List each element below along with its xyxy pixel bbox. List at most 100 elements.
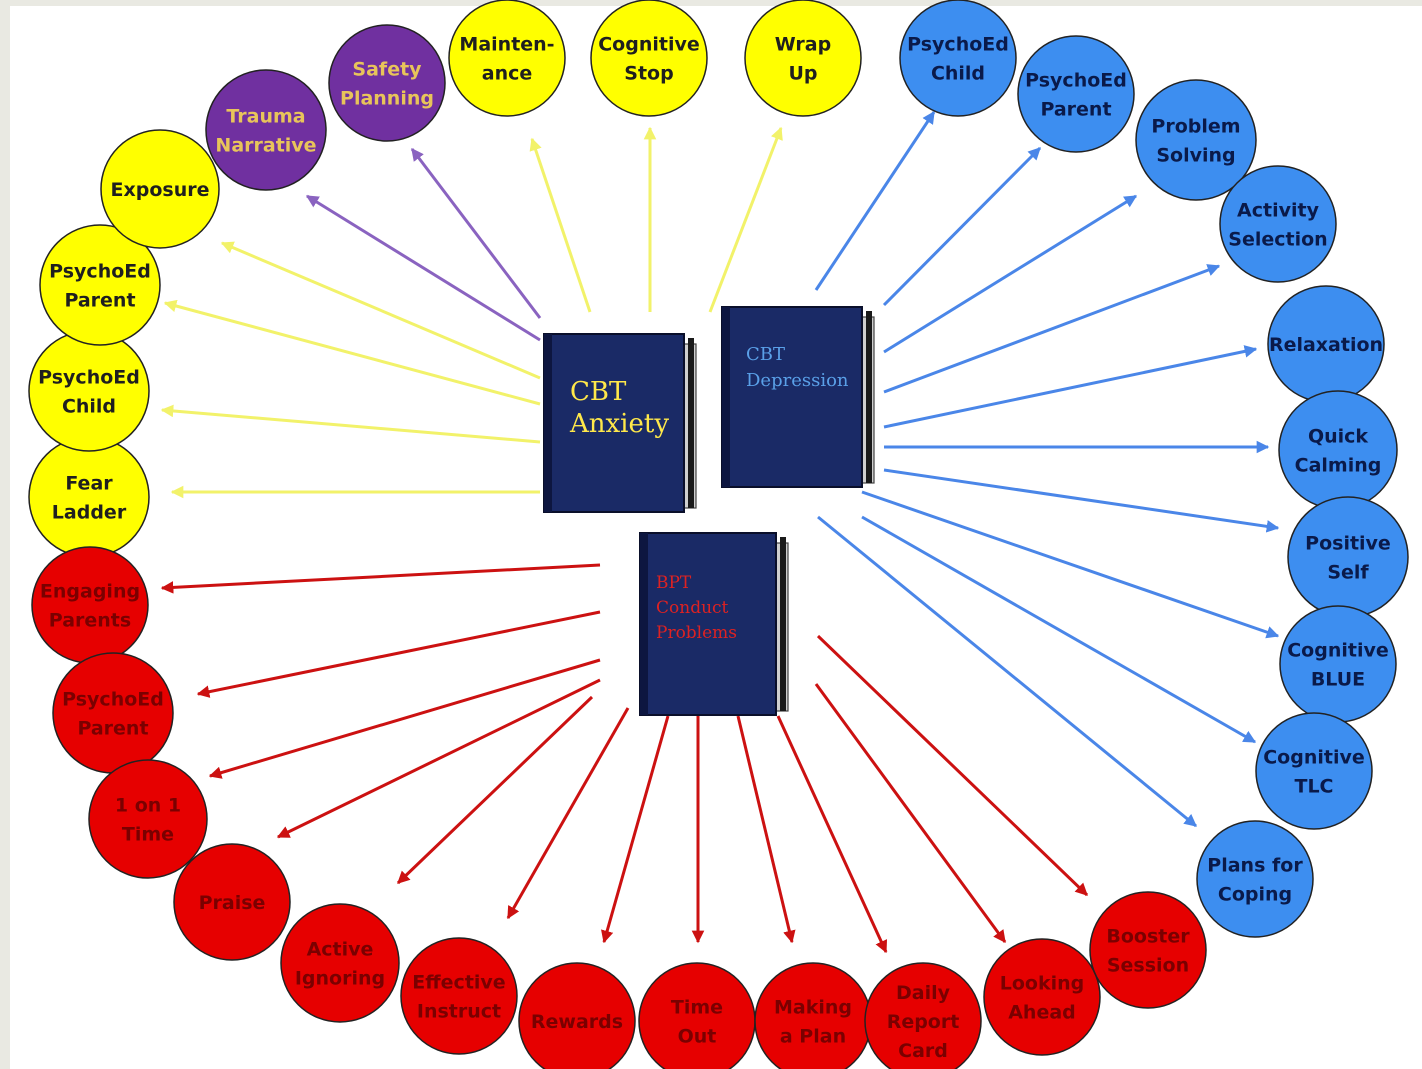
conduct-node-label: Rewards xyxy=(531,1011,623,1033)
conduct-node-label: PsychoEd xyxy=(62,689,164,711)
conduct-node-circle xyxy=(280,903,400,1023)
anxiety-node-circle xyxy=(328,24,446,142)
anxiety-node-label: Ladder xyxy=(52,502,127,524)
conduct-node-label: Card xyxy=(898,1040,948,1062)
conduct-node-label: Booster xyxy=(1106,926,1190,948)
anxiety-node-label: Wrap xyxy=(775,34,831,56)
conduct-arrow-engaging-parents xyxy=(160,563,601,594)
depression-node-label: PsychoEd xyxy=(907,34,1009,56)
book-spine xyxy=(544,334,552,512)
book-back-cover xyxy=(866,311,872,483)
depression-node-circle xyxy=(1255,712,1373,830)
depression-arrow-problem-solving xyxy=(883,194,1138,354)
conduct-node-praise: Praise xyxy=(173,843,291,961)
conduct-node-label: Looking xyxy=(1000,973,1085,995)
anxiety-node-circle xyxy=(28,330,150,452)
anxiety-node-label: PsychoEd xyxy=(38,367,140,389)
depression-node-circle xyxy=(1135,79,1257,201)
depression-arrow-positive-self xyxy=(883,468,1280,533)
anxiety-node-exposure: Exposure xyxy=(100,129,220,249)
anxiety-node-label: Child xyxy=(62,396,116,418)
conduct-node-label: Time xyxy=(122,824,174,846)
anxiety-node-circle xyxy=(205,69,327,191)
depression-node-circle xyxy=(1017,35,1135,153)
depression-arrow-activity-selection xyxy=(883,264,1221,394)
anxiety-node-circle xyxy=(100,129,220,249)
module-nodes-layer: FearLadderPsychoEdChildPsychoEdParentExp… xyxy=(28,0,1409,1069)
depression-node-circle xyxy=(1196,820,1314,938)
conduct-node-circle xyxy=(31,546,149,664)
conduct-node-circle xyxy=(1089,891,1207,1009)
depression-node-circle xyxy=(1279,605,1397,723)
conduct-node-label: Praise xyxy=(199,892,266,914)
conduct-node-circle xyxy=(400,937,518,1055)
anxiety-node-label: Mainten- xyxy=(459,34,554,56)
anxiety-node-label: Parent xyxy=(64,290,135,312)
conduct-node-label: Daily xyxy=(896,982,951,1004)
depression-arrow-plans-for-coping xyxy=(817,515,1197,828)
anxiety-arrow-psychoed-parent xyxy=(163,299,541,406)
depression-node-label: Coping xyxy=(1218,884,1292,906)
depression-node-label: Calming xyxy=(1295,455,1382,477)
depression-node-label: TLC xyxy=(1294,776,1333,798)
conduct-node-label: Effective xyxy=(412,972,505,994)
conduct-node-label: Session xyxy=(1107,955,1189,977)
conduct-node-label: Active xyxy=(307,939,374,961)
depression-node-label: Problem xyxy=(1151,116,1240,138)
book-title-line: BPT xyxy=(656,573,692,593)
anxiety-node-label: Cognitive xyxy=(598,34,700,56)
conduct-arrow-rewards xyxy=(601,715,670,944)
conduct-node-label: Parents xyxy=(49,610,131,632)
anxiety-node-label: Fear xyxy=(65,473,113,495)
book-title-line: Anxiety xyxy=(569,409,669,439)
depression-node-circle xyxy=(899,0,1017,117)
depression-node-label: Plans for xyxy=(1207,855,1303,877)
conduct-node-label: Making xyxy=(774,997,852,1019)
conduct-node-circle xyxy=(983,938,1101,1056)
depression-node-label: Parent xyxy=(1040,99,1111,121)
depression-arrow-psychoed-child xyxy=(814,110,936,291)
anxiety-node-label: Stop xyxy=(624,63,673,85)
depression-arrow-cognitive-tlc xyxy=(861,515,1257,744)
conduct-node-label: a Plan xyxy=(780,1026,846,1048)
anxiety-node-mainten-ance: Mainten-ance xyxy=(448,0,566,117)
depression-node-circle xyxy=(1287,496,1409,618)
anxiety-arrow-wrap-up xyxy=(708,126,783,313)
depression-node-label: Cognitive xyxy=(1263,747,1365,769)
anxiety-arrow-psychoed-child xyxy=(160,404,541,444)
book-back-cover xyxy=(688,338,694,508)
conduct-arrow-booster-session xyxy=(816,634,1089,897)
conduct-node-making-a-plan: Making a Plan xyxy=(754,962,872,1069)
conduct-arrow-1-on-1-time xyxy=(208,658,601,779)
anxiety-arrow-safety-planning xyxy=(410,147,542,319)
books-layer: CBTAnxietyCBTDepressionBPTConductProblem… xyxy=(543,306,875,716)
depression-node-label: Relaxation xyxy=(1269,334,1383,356)
anxiety-node-label: Exposure xyxy=(111,179,210,201)
book-cover xyxy=(721,306,863,488)
depression-node-label: Positive xyxy=(1305,533,1391,555)
conduct-arrow-praise xyxy=(276,678,601,839)
arrows-layer xyxy=(160,110,1280,954)
book-title-line: Conduct xyxy=(656,598,729,618)
